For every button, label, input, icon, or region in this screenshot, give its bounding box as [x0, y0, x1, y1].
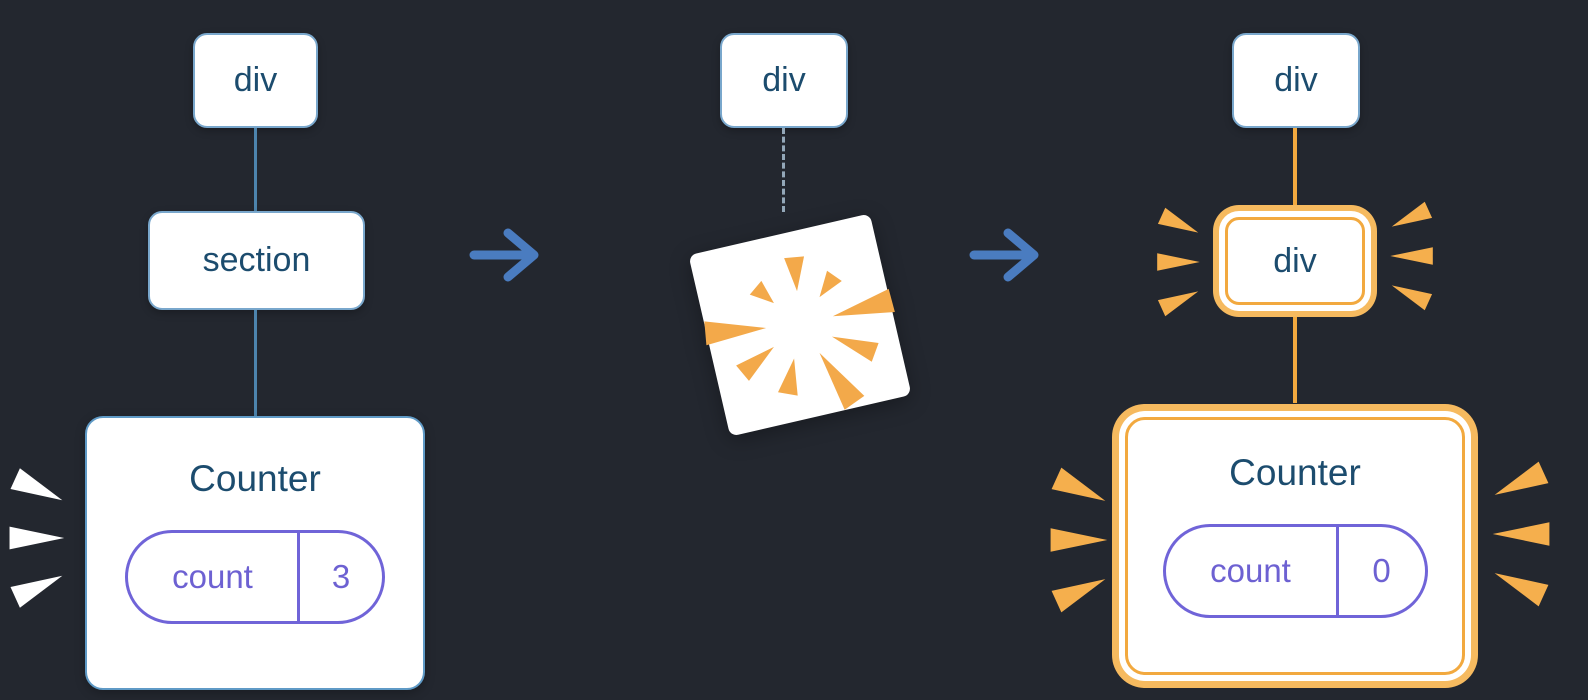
node-label: section [202, 241, 311, 279]
node-label: div [233, 61, 278, 99]
state-pill: count 0 [1162, 524, 1428, 618]
state-value: 3 [331, 558, 351, 595]
state-pill: count 3 [125, 530, 385, 624]
state-key: count [1166, 527, 1339, 615]
connector-orange-bottom [1293, 317, 1297, 403]
node-div-root-after: div [1232, 33, 1360, 128]
connector-dashed [782, 128, 785, 212]
node-section: section [148, 211, 365, 310]
node-div-new-highlighted: div [1225, 217, 1365, 305]
connector-section-to-counter [254, 310, 257, 416]
counter-card-after: Counter count 0 [1125, 417, 1465, 675]
spark-burst-icon [1042, 452, 1112, 628]
spark-burst-icon [1386, 190, 1440, 322]
spark-burst-icon [2, 452, 68, 624]
connector-orange-top [1293, 128, 1297, 208]
node-div-root-transition: div [720, 33, 848, 128]
node-label: div [1273, 241, 1317, 280]
counter-card-before: Counter count 3 [85, 416, 425, 690]
node-label: div [1274, 61, 1318, 99]
counter-title: Counter [189, 458, 321, 499]
state-key: count [128, 533, 300, 621]
arrow-right-icon [969, 228, 1039, 282]
connector-div-to-section [254, 128, 257, 211]
node-label: div [762, 61, 806, 99]
spark-burst-icon [1488, 446, 1558, 622]
node-div-root-before: div [193, 33, 318, 128]
poof-deleted-component-icon [690, 215, 910, 435]
spark-burst-icon [1150, 196, 1204, 328]
arrow-right-icon [469, 228, 539, 282]
counter-title: Counter [1229, 452, 1361, 493]
state-value: 0 [1372, 552, 1391, 589]
